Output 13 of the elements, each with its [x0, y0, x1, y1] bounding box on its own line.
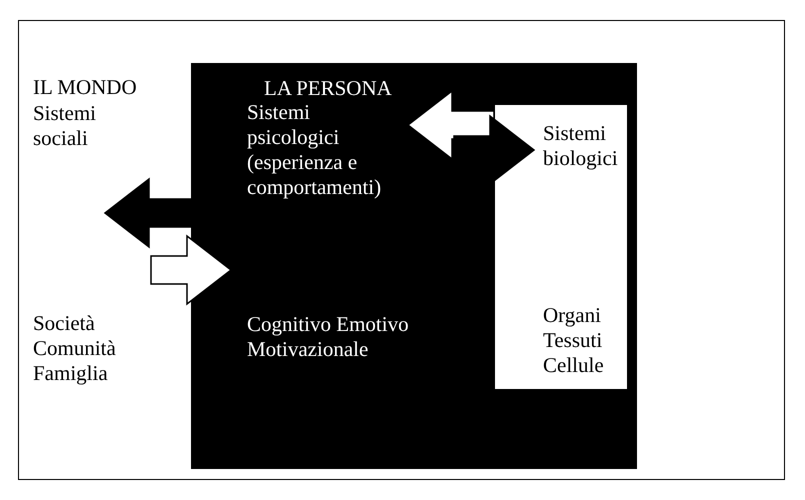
- system-label: Sistemi psicologici (esperienza e comportamenti): [247, 100, 382, 200]
- heading-text: IL MONDO: [33, 75, 138, 100]
- heading-text: LA PERSONA: [264, 76, 393, 101]
- system-label: Sistemi biologici: [543, 121, 619, 171]
- block-arrow: [150, 234, 232, 306]
- list-text: Cognitivo Emotivo Motivazionale: [247, 312, 410, 362]
- biology-panel: [494, 104, 628, 390]
- system-label: Sistemi sociali: [33, 101, 98, 151]
- list-text: Società Comunità Famiglia: [33, 311, 117, 386]
- block-arrow: [104, 177, 192, 249]
- list-text: Organi Tessuti Cellule: [543, 303, 605, 378]
- world-panel: [18, 20, 785, 480]
- person-panel: [191, 63, 637, 469]
